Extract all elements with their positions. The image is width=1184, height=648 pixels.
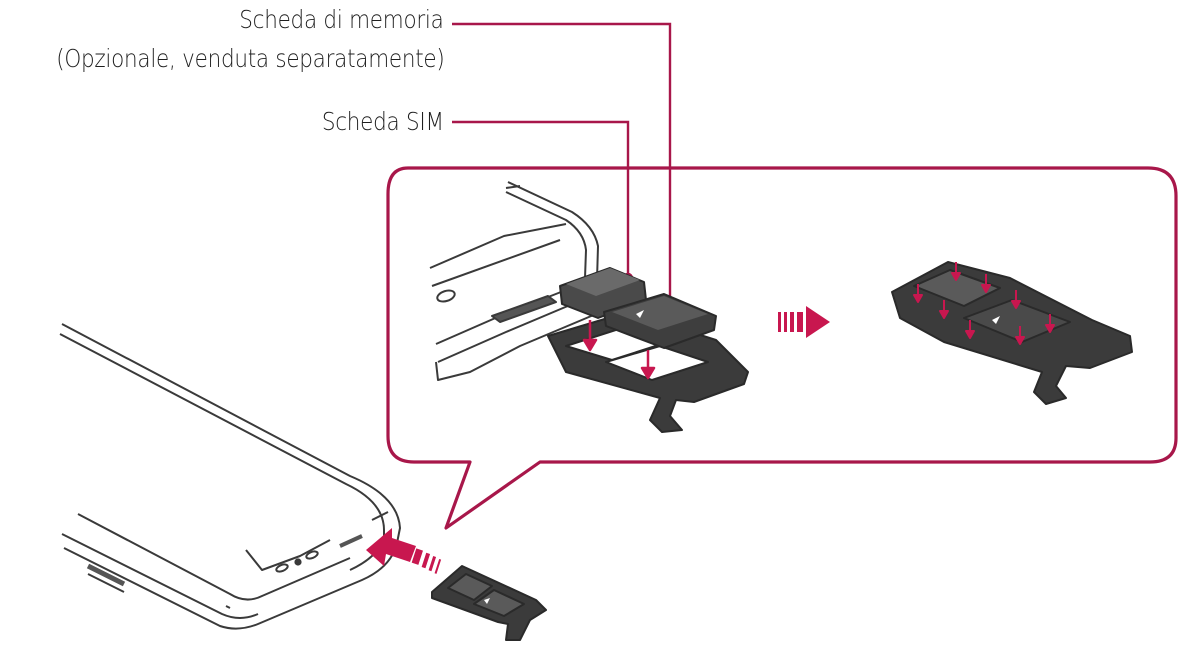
sim-tray-before — [547, 267, 749, 433]
phone-main — [59, 323, 401, 630]
loaded-arrows — [913, 262, 1055, 345]
phone-corner-inset — [429, 181, 599, 381]
leader-memory-card — [452, 22, 676, 320]
leader-sim-card — [452, 120, 634, 284]
down-arrows — [582, 320, 656, 380]
sim-tray-loaded — [891, 261, 1133, 405]
transition-arrow — [778, 306, 830, 338]
sim-tray-small — [431, 565, 547, 641]
memory-card-note: (Opzionale, venduta separatamente) — [55, 44, 445, 73]
insert-arrow — [366, 528, 442, 574]
sim-card-label: Scheda SIM — [322, 107, 444, 136]
memory-card-label: Scheda di memoria — [239, 5, 445, 34]
callout-bubble — [386, 166, 1178, 530]
